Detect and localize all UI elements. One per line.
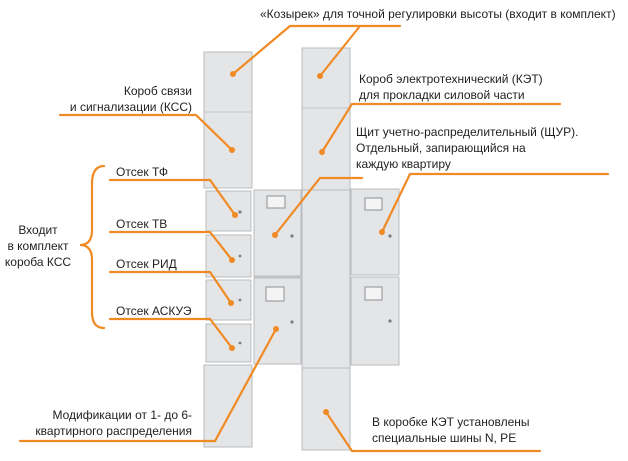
askue-label: Отсек АСКУЭ (116, 304, 192, 318)
kss-label-line1: Короб связи (123, 84, 192, 98)
ket-middle-box (301, 189, 351, 369)
callout-lines (18, 24, 610, 453)
kss-upper-box (203, 111, 253, 189)
kss-lower-box (203, 364, 253, 448)
tv-label: Отсек ТВ (116, 217, 168, 231)
locks (238, 210, 392, 345)
visor-label: «Козырек» для точной регулировки высоты … (260, 7, 616, 21)
rid-label: Отсек РИД (116, 257, 177, 271)
meter-window-1 (266, 195, 286, 209)
meter-window-3 (364, 197, 383, 211)
kss-visor (203, 51, 253, 113)
meter-windows (265, 195, 383, 302)
shur-label-line1: Щит учетно-распределительный (ЩУР). (356, 125, 579, 139)
ket-label-line1: Короб электротехнический (КЭТ) (359, 72, 543, 86)
ket-label-line2: для прокладки силовой части (359, 88, 525, 102)
equipment (203, 47, 400, 451)
modifications-label-line2: квартирного распределения (35, 424, 192, 438)
meter-window-2 (265, 286, 285, 302)
kss-label-line2: и сигнализации (КСС) (69, 100, 192, 114)
ket-visor (301, 47, 351, 109)
meter-window-4 (364, 286, 383, 301)
shur-label-line3: каждую квартиру (356, 157, 451, 171)
tf-compartment (205, 190, 252, 232)
tf-label: Отсек ТФ (116, 165, 169, 179)
panel-details (204, 107, 350, 278)
included-label-line1: Входит (18, 223, 58, 237)
included-label-line3: короба КСС (4, 255, 72, 269)
included-label-line2: в комплект (7, 239, 69, 253)
modifications-label-line1: Модификации от 1- до 6- (52, 408, 192, 422)
busbar-label-line1: В коробке КЭТ установлены (372, 415, 530, 429)
shur-label-line2: Отдельный, запирающийся на (356, 141, 526, 155)
busbar-label-line2: специальные шины N, PE (372, 431, 517, 445)
callout-dots (228, 71, 385, 415)
